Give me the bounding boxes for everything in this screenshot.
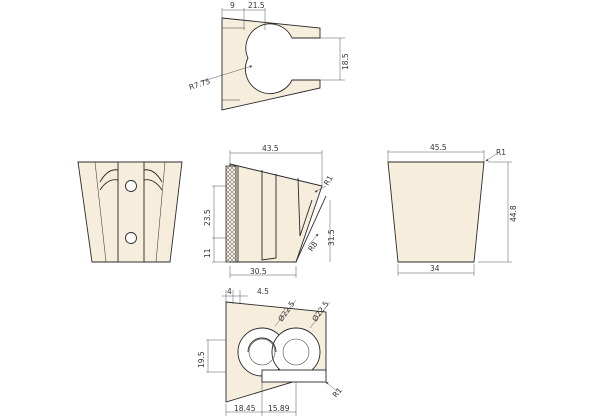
side-dim-43-5: 43.5 bbox=[262, 144, 279, 153]
bottom-dim-4-5: 4.5 bbox=[257, 287, 269, 296]
right-dim-34: 34 bbox=[430, 264, 440, 273]
bottom-slot bbox=[261, 369, 327, 383]
top-dim-9: 9 bbox=[230, 1, 235, 10]
bottom-view: 4 4.5 Ø22.5 Ø22.5 19.5 18.45 15.89 R1 bbox=[197, 287, 344, 416]
front-view bbox=[77, 161, 183, 263]
bottom-dim-15-89: 15.89 bbox=[268, 404, 290, 413]
side-dim-31-5: 31.5 bbox=[327, 229, 336, 246]
bottom-dim-4: 4 bbox=[227, 287, 232, 296]
top-dim-r7-75: R7.75 bbox=[188, 77, 212, 92]
bottom-dim-18-45: 18.45 bbox=[234, 404, 256, 413]
right-dim-45-5: 45.5 bbox=[430, 143, 447, 152]
side-dim-23-5: 23.5 bbox=[203, 209, 212, 226]
bottom-dim-19-5: 19.5 bbox=[197, 351, 206, 368]
front-hole-lower bbox=[125, 232, 137, 244]
side-dim-r1: R1 bbox=[322, 174, 335, 187]
right-dim-r1: R1 bbox=[496, 148, 506, 157]
front-plate bbox=[117, 161, 145, 263]
side-dim-30-5: 30.5 bbox=[250, 267, 267, 276]
side-hatched-section bbox=[225, 165, 237, 263]
top-dim-18-5: 18.5 bbox=[341, 53, 350, 70]
side-dim-r8: R8 bbox=[306, 240, 319, 254]
top-view-body bbox=[221, 17, 321, 111]
right-view-body bbox=[387, 161, 485, 263]
top-view: 9 21.5 18.5 R7.75 bbox=[188, 1, 350, 111]
right-dim-44-8: 44.8 bbox=[509, 205, 518, 222]
front-hole-upper bbox=[125, 180, 137, 192]
top-dim-21-5: 21.5 bbox=[248, 1, 265, 10]
right-view: 45.5 R1 44.8 34 bbox=[387, 143, 518, 276]
side-view: 43.5 R1 23.5 11 31.5 R8 30.5 bbox=[203, 144, 336, 278]
bottom-bore-right bbox=[271, 327, 321, 377]
side-dim-11: 11 bbox=[203, 248, 212, 258]
